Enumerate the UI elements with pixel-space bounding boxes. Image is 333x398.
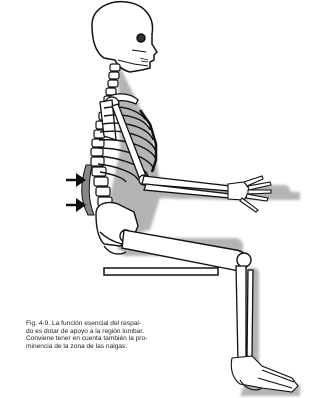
lower-leg-bones [236, 266, 253, 362]
skull [92, 2, 157, 72]
figure-caption: Fig. 4-9. La función esencial del respal… [26, 320, 176, 350]
thigh-bone [122, 230, 251, 271]
foot [231, 356, 298, 392]
chair-seat [104, 268, 218, 275]
